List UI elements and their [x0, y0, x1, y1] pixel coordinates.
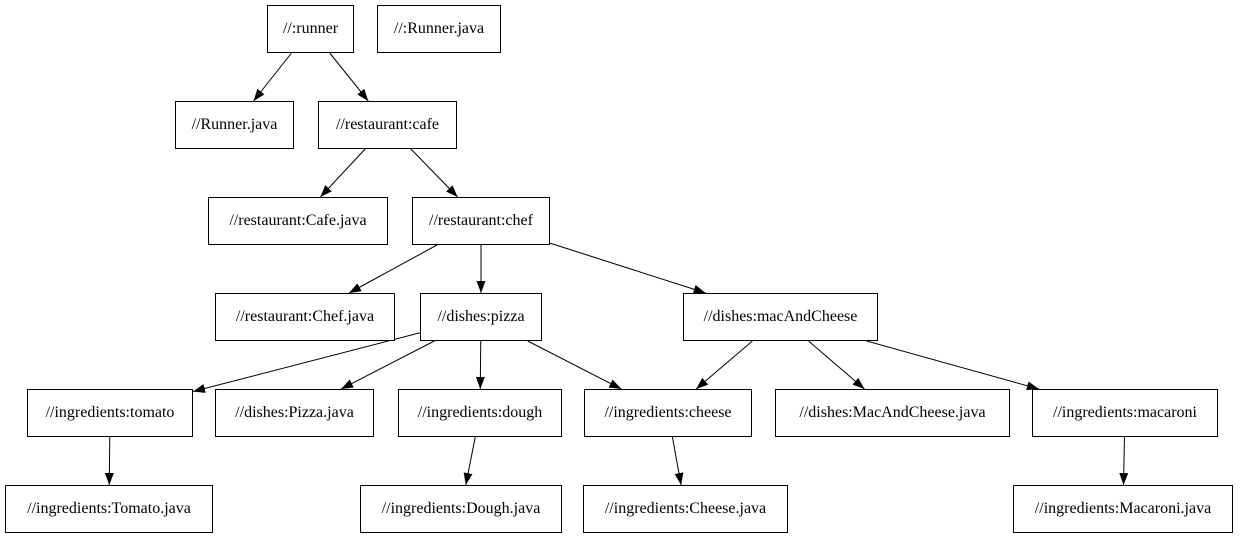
graph-node-mac-and-cheese-java: //dishes:MacAndCheese.java [775, 389, 1010, 437]
edge-chef-to-chef-java [348, 244, 438, 294]
graph-node-cafe-java: //restaurant:Cafe.java [208, 197, 388, 245]
graph-node-runner-java: //Runner.java [175, 101, 294, 149]
edge-tomato-to-tomato-java [104, 436, 114, 486]
edge-pizza-to-pizza-java [340, 340, 435, 390]
graph-node-chef-java: //restaurant:Chef.java [215, 293, 395, 341]
edge-pizza-to-tomato [192, 332, 421, 393]
graph-node-dough-java: //ingredients:Dough.java [360, 485, 562, 533]
edge-cheese-to-cheese-java [671, 436, 684, 486]
edge-runner-to-cafe [329, 52, 369, 102]
graph-node-cheese-java: //ingredients:Cheese.java [583, 485, 788, 533]
graph-node-mac-and-cheese: //dishes:macAndCheese [683, 293, 878, 341]
edge-chef-to-mac-and-cheese [549, 242, 706, 294]
edge-cafe-to-cafe-java [320, 148, 366, 198]
edge-cafe-to-chef [410, 148, 458, 198]
graph-node-cheese: //ingredients:cheese [584, 389, 752, 437]
graph-node-macaroni: //ingredients:macaroni [1032, 389, 1218, 437]
graph-node-runner-java-target: //:Runner.java [377, 5, 501, 53]
graph-node-chef: //restaurant:chef [412, 197, 550, 245]
edge-mac-and-cheese-to-macaroni [866, 340, 1040, 391]
edge-runner-to-runner-java [253, 52, 292, 102]
graph-node-dough: //ingredients:dough [398, 389, 562, 437]
graph-node-cafe: //restaurant:cafe [318, 101, 457, 149]
graph-node-tomato: //ingredients:tomato [27, 389, 193, 437]
graph-node-tomato-java: //ingredients:Tomato.java [5, 485, 213, 533]
graph-node-runner: //:runner [267, 5, 354, 53]
edge-pizza-to-dough [475, 340, 485, 390]
edge-pizza-to-cheese [527, 340, 622, 390]
edge-mac-and-cheese-to-mac-and-cheese-java [808, 340, 865, 390]
edge-dough-to-dough-java [463, 436, 476, 486]
graph-node-macaroni-java: //ingredients:Macaroni.java [1013, 485, 1233, 533]
edge-macaroni-to-macaroni-java [1119, 436, 1129, 486]
edge-mac-and-cheese-to-cheese [695, 340, 753, 390]
graph-node-pizza: //dishes:pizza [420, 293, 542, 341]
graph-node-pizza-java: //dishes:Pizza.java [215, 389, 374, 437]
